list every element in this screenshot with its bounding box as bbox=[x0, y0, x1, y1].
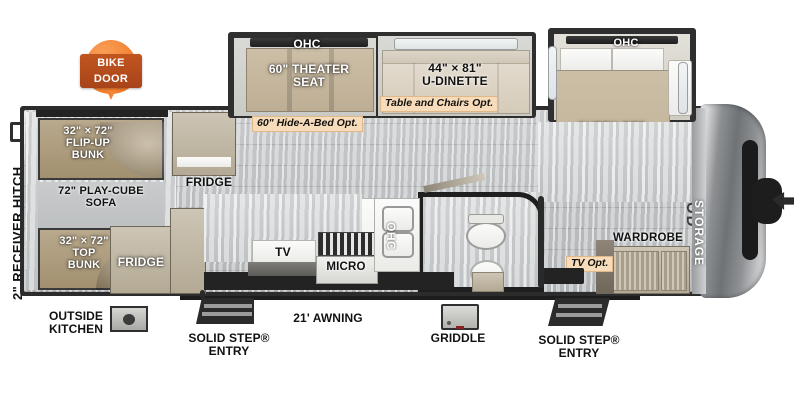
sink-bowl-1 bbox=[382, 206, 414, 232]
awning-label: 21' AWNING bbox=[293, 311, 363, 325]
top-bunk-label: 32" × 72" TOP BUNK bbox=[34, 235, 134, 271]
wardrobe-unit bbox=[608, 246, 690, 294]
outside-kitchen-label: OUTSIDE KITCHEN bbox=[30, 310, 122, 335]
griddle-indicator bbox=[456, 326, 464, 329]
bike-door-line1: BIKE bbox=[97, 57, 125, 69]
step-tread-f2 bbox=[202, 312, 252, 316]
sink-bowl-2 bbox=[382, 232, 414, 258]
pantry-cabinet bbox=[170, 208, 206, 294]
fridge-upper-unit bbox=[172, 112, 236, 176]
wardrobe-hanging-left bbox=[613, 251, 659, 291]
bedroom-wall-lower bbox=[538, 122, 692, 202]
top-bunk-size: 32" × 72" bbox=[59, 235, 109, 247]
rear-window bbox=[742, 140, 758, 260]
table-chairs-option-badge: Table and Chairs Opt. bbox=[380, 96, 499, 113]
theater-seat-line1: 60" THEATER bbox=[268, 62, 350, 76]
outside-kitchen-line2: KITCHEN bbox=[48, 321, 104, 336]
storage-compartment bbox=[692, 108, 706, 294]
theater-seat-label: 60" THEATER SEAT bbox=[234, 63, 384, 89]
entry-front-line1: SOLID STEP® bbox=[188, 331, 270, 345]
griddle-label: GRIDDLE bbox=[430, 331, 486, 345]
entry-rear-line1: SOLID STEP® bbox=[538, 333, 620, 347]
top-bunk-line3: BUNK bbox=[67, 258, 101, 271]
u-dinette-line2: U-DINETTE bbox=[422, 73, 488, 88]
pillow-right bbox=[612, 48, 664, 74]
entry-door-frame bbox=[538, 196, 544, 288]
ohc-bedroom-bar bbox=[566, 36, 678, 44]
ohc-kitchen-label: OHC bbox=[384, 222, 398, 251]
bedroom-window-left bbox=[548, 46, 557, 100]
wardrobe-label: WARDROBE bbox=[613, 232, 683, 244]
solid-step-rear-icon bbox=[548, 298, 610, 326]
awning-rail bbox=[180, 296, 640, 300]
step-tread-f1 bbox=[204, 304, 252, 308]
play-cube-sofa bbox=[38, 182, 164, 232]
step-tread-r1 bbox=[558, 304, 602, 308]
micro-label: MICRO bbox=[326, 261, 366, 273]
u-dinette-size: 44" × 81" bbox=[428, 61, 482, 75]
bedroom-window-right bbox=[678, 62, 688, 114]
theater-seat-divider-1 bbox=[287, 49, 292, 111]
cooktop-icon bbox=[318, 232, 376, 256]
microwave-unit bbox=[316, 256, 378, 284]
fridge-upper-handle bbox=[177, 157, 231, 167]
ohc-bedroom-label: OHC bbox=[613, 37, 639, 49]
outside-kitchen-line1: OUTSIDE bbox=[48, 309, 104, 323]
theater-seat-divider-2 bbox=[329, 49, 334, 111]
ohc-theater-label: OHC bbox=[293, 37, 321, 51]
theater-seat bbox=[246, 48, 374, 112]
play-cube-sofa-line1: 72" PLAY-CUBE bbox=[58, 185, 144, 197]
flip-up-bunk-label: 32" × 72" FLIP-UP BUNK bbox=[38, 125, 138, 161]
flip-up-bunk bbox=[38, 118, 164, 180]
griddle-icon bbox=[441, 304, 479, 330]
dinette-back-cushion bbox=[383, 51, 529, 64]
dinette-seam-1 bbox=[413, 63, 415, 113]
bike-door-label-band: BIKE DOOR bbox=[80, 54, 142, 88]
toilet-icon bbox=[466, 222, 506, 250]
tv-label: TV bbox=[275, 245, 291, 259]
dinette-window bbox=[394, 38, 518, 50]
play-cube-sofa-label: 72" PLAY-CUBE SOFA bbox=[30, 185, 172, 210]
entry-front-line2: ENTRY bbox=[208, 343, 250, 358]
tv-optional-unit bbox=[536, 268, 584, 284]
tv-base-cabinet bbox=[248, 262, 320, 276]
solid-step-rear-label: SOLID STEP® ENTRY bbox=[524, 334, 634, 359]
storage-label: STORAGE bbox=[692, 200, 706, 267]
dinette-seam-2 bbox=[497, 63, 499, 113]
wardrobe-hanging-right bbox=[661, 251, 687, 291]
entry-rear-line2: ENTRY bbox=[558, 345, 600, 360]
bike-door-badge: BIKE DOOR bbox=[80, 40, 142, 102]
ohc-theater-bar bbox=[250, 38, 368, 47]
solid-step-front-icon bbox=[196, 298, 254, 324]
theater-seat-line2: SEAT bbox=[293, 74, 325, 89]
fridge-lower-label: FRIDGE bbox=[117, 255, 165, 269]
flip-up-bunk-line3: BUNK bbox=[71, 148, 105, 161]
vanity-cabinet bbox=[472, 272, 504, 292]
fridge-upper-label: FRIDGE bbox=[185, 175, 233, 189]
play-cube-sofa-line2: SOFA bbox=[85, 196, 117, 209]
flip-up-bunk-size: 32" × 72" bbox=[63, 125, 113, 137]
griddle-knob bbox=[447, 321, 451, 325]
outside-kitchen-hatch bbox=[110, 306, 148, 332]
grab-handle-front bbox=[200, 290, 205, 298]
solid-step-front-label: SOLID STEP® ENTRY bbox=[176, 332, 282, 357]
u-dinette-label: 44" × 81" U-DINETTE bbox=[382, 62, 528, 88]
fridge-lower-unit bbox=[110, 226, 174, 294]
toilet-tank bbox=[468, 214, 504, 224]
top-bunk-line2: TOP bbox=[72, 246, 96, 259]
hide-a-bed-option-badge: 60" Hide-A-Bed Opt. bbox=[252, 116, 363, 133]
bike-door-line2: DOOR bbox=[93, 73, 129, 86]
front-top-trim bbox=[36, 110, 168, 117]
flip-up-bunk-line2: FLIP-UP bbox=[65, 136, 111, 149]
outside-kitchen-burner-icon bbox=[123, 314, 135, 325]
step-tread-r2 bbox=[556, 313, 602, 317]
